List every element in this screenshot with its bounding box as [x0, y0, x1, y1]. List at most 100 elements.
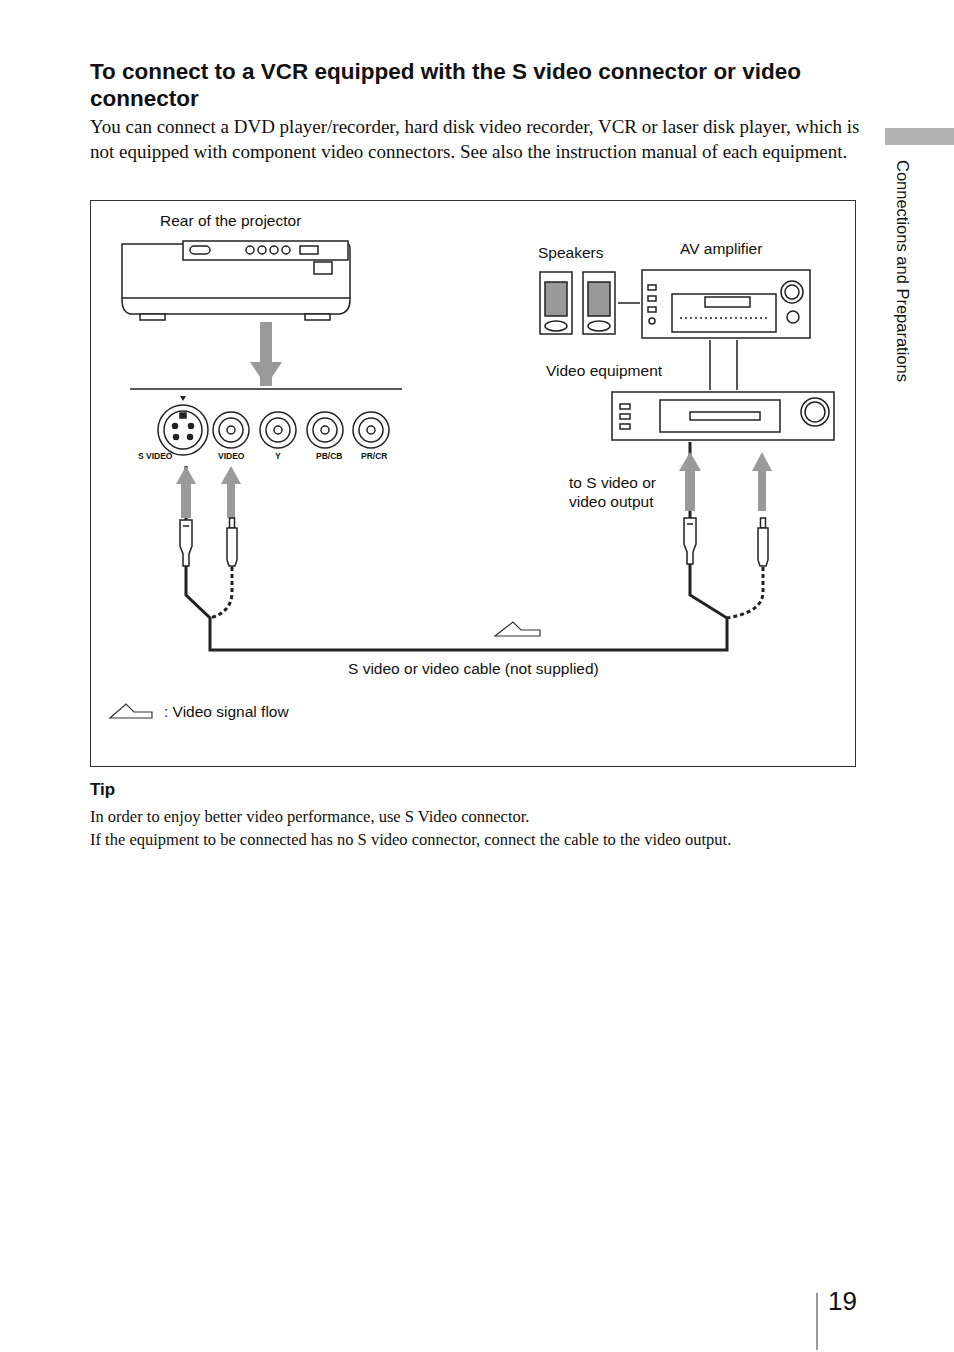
connector-panel-part — [130, 388, 402, 390]
input-arrows-part — [752, 452, 772, 471]
projector-drawing-part — [300, 246, 318, 254]
input-arrows-part — [227, 484, 235, 518]
projector-drawing-part — [190, 246, 210, 254]
output-note: to S video or video output — [569, 473, 681, 511]
projector-drawing-part — [282, 246, 290, 254]
speaker-wire — [618, 302, 640, 304]
speakers-drawing-part — [583, 272, 615, 334]
connector-panel-part — [359, 418, 383, 442]
connector-panel-part — [219, 418, 243, 442]
vcr-drawing-part — [690, 412, 760, 420]
tip-text: In order to enjoy better video performan… — [90, 806, 890, 828]
cable-plugs-part — [183, 525, 189, 527]
vcr-drawing-part — [612, 392, 834, 440]
av-wire — [710, 340, 737, 390]
video-cable-dashed-part — [210, 567, 232, 618]
cable-label: S video or video cable (not supplied) — [346, 660, 601, 678]
vcr-drawing-part — [801, 398, 829, 426]
projector-drawing-part — [270, 246, 278, 254]
amplifier-drawing-part — [680, 317, 770, 319]
jack-label: S VIDEO — [138, 451, 172, 461]
connector-panel-part — [367, 426, 375, 434]
amplifier-drawing-part — [648, 307, 656, 312]
video-equipment-node: Video equipment — [612, 390, 836, 442]
connector-panel-part — [353, 412, 389, 448]
projector-drawing-part — [246, 246, 254, 254]
projector-drawing-part — [183, 241, 348, 260]
cable-plugs-part — [684, 518, 696, 564]
speakers-drawing-part — [588, 282, 610, 316]
input-arrows-part — [685, 471, 695, 511]
input-arrows-part — [221, 466, 241, 484]
video-cable-dashed-part — [727, 567, 763, 618]
tip-text: If the equipment to be connected has no … — [90, 829, 890, 851]
cable-plugs — [180, 518, 768, 566]
vcr-drawing — [612, 392, 834, 440]
input-arrows — [181, 452, 772, 518]
jack-label: VIDEO — [218, 451, 244, 461]
amplifier-drawing — [642, 270, 810, 338]
projector-drawing-part — [314, 262, 332, 274]
projector-drawing-part — [122, 297, 350, 299]
connector-panel-part — [266, 418, 290, 442]
projector-node: Rear of the projector — [120, 238, 352, 322]
amplifier-drawing-part — [781, 281, 803, 303]
amplifier-drawing-part — [785, 285, 799, 299]
speakers-drawing-part — [540, 272, 572, 334]
legend-text: : Video signal flow — [164, 703, 289, 721]
speakers-node: Speakers — [538, 270, 618, 336]
cable-plugs-part — [230, 518, 235, 528]
connector-panel-part — [227, 426, 235, 434]
jack-label: Y — [275, 451, 281, 461]
projector-drawing-part — [258, 246, 266, 254]
input-arrows-part — [679, 452, 701, 471]
page-heading: To connect to a VCR equipped with the S … — [90, 58, 835, 112]
connector-panel-part — [307, 412, 343, 448]
section-tab: Connections and Preparations — [893, 160, 912, 440]
cable-plugs-part — [227, 528, 237, 566]
device-label: Speakers — [538, 244, 603, 263]
amplifier-drawing-part — [649, 318, 655, 324]
device-label: Rear of the projector — [160, 212, 301, 231]
amplifier-drawing-part — [642, 270, 810, 338]
device-label: Video equipment — [546, 362, 662, 381]
amplifier-drawing-part — [705, 297, 750, 307]
diagram-frame — [91, 201, 856, 767]
amplifier-node: AV amplifier — [640, 268, 812, 340]
connector-panel-part — [189, 424, 194, 429]
connector-panel-part — [164, 411, 202, 449]
page-number: 19 — [828, 1286, 888, 1316]
cable-plugs-part — [180, 520, 192, 566]
cable-plugs-part — [761, 518, 766, 528]
amplifier-drawing-part — [648, 296, 656, 301]
jack-label: PB/CB — [316, 451, 342, 461]
cable-plugs-part — [758, 528, 768, 566]
vcr-drawing-part — [620, 424, 630, 429]
projector-drawing-part — [305, 314, 330, 320]
projector-drawing-part — [140, 314, 165, 320]
video-cable — [186, 442, 727, 650]
connector-panel-part — [321, 426, 329, 434]
video-cable-dashed — [210, 567, 763, 618]
projector-drawing — [122, 241, 350, 320]
input-arrows-part — [758, 471, 766, 511]
tip-heading: Tip — [90, 780, 190, 800]
speakers-drawing — [540, 272, 615, 334]
amplifier-drawing-part — [648, 285, 656, 290]
vcr-drawing-part — [620, 414, 630, 419]
speakers-drawing-part — [545, 321, 567, 331]
input-panel-node: S VIDEO VIDEO Y PB/CB PR/CR — [130, 389, 402, 466]
signal-flow-arrow-part — [110, 704, 152, 718]
vcr-drawing-part — [660, 400, 780, 432]
signal-flow-arrow-part — [495, 622, 540, 636]
speakers-drawing-part — [588, 321, 610, 331]
speakers-drawing-part — [545, 282, 567, 316]
connector-panel-part — [260, 412, 296, 448]
input-arrows-part — [181, 484, 191, 518]
connector-panel-part — [158, 405, 208, 455]
vcr-drawing-part — [620, 404, 630, 409]
page-rule — [817, 1293, 818, 1350]
jack-label: PR/CR — [361, 451, 387, 461]
connector-panel-part — [180, 413, 186, 418]
